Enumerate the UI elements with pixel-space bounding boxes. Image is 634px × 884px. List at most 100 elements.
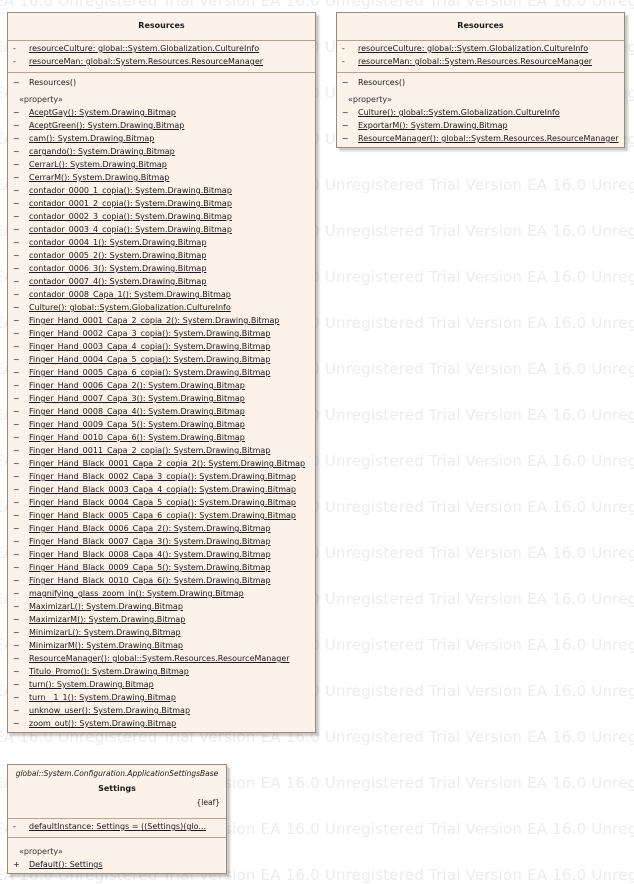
property-row-text: contador_0006_3(): System.Drawing.Bitmap (29, 264, 207, 273)
visibility-marker: ~ (13, 537, 20, 546)
property-row-text: unknow_user(): System.Drawing.Bitmap (29, 706, 191, 715)
visibility-marker: ~ (13, 693, 20, 702)
property-row: ~ contador_0007_4(): System.Drawing.Bitma… (8, 275, 315, 288)
visibility-marker: ~ (13, 121, 20, 130)
property-row: ~contador_0005_2(): System.Drawing.Bitma… (8, 249, 315, 262)
property-row-text: contador_0007_4(): System.Drawing.Bitmap (29, 277, 207, 286)
property-row: ~ ExportarM(): System.Drawing.Bitmap (337, 119, 624, 132)
property-row: ~Finger_Hand_Black_0005_Capa_6_copia(): … (8, 509, 315, 522)
class-box-resources-main: Resources-resourceCulture: global::Syste… (7, 12, 316, 733)
property-row-text: Finger_Hand_Black_0009_Capa_5(): System.… (29, 563, 271, 572)
visibility-marker: ~ (13, 641, 20, 650)
property-row-text: Culture(): global::System.Globalization.… (358, 108, 560, 117)
property-row: ~ turn__1_1(): System.Drawing.Bitmap (8, 691, 315, 704)
property-row: ~contador_0004_1(): System.Drawing.Bitma… (8, 236, 315, 249)
attribute-row-text: resourceCulture: global::System.Globaliz… (29, 44, 260, 53)
property-row-text: AceptGreen(): System.Drawing.Bitmap (29, 121, 185, 130)
visibility-marker: ~ (13, 719, 20, 728)
property-row-text: contador_0003_4_copia(): System.Drawing.… (29, 225, 232, 234)
visibility-marker: ~ (13, 238, 20, 247)
visibility-marker: ~ (13, 225, 20, 234)
property-row-text: contador_0005_2(): System.Drawing.Bitmap (29, 251, 207, 260)
property-row-text: ExportarM(): System.Drawing.Bitmap (358, 121, 508, 130)
property-row-text: CerrarM(): System.Drawing.Bitmap (29, 173, 170, 182)
property-row: ~ Finger_Hand_Black_0004_Capa_5_copia(): … (8, 496, 315, 509)
visibility-marker: ~ (13, 498, 20, 507)
property-row-text: Finger_Hand_0008_Capa_4(): System.Drawin… (29, 407, 245, 416)
property-row: ~contador_0008_Capa_1(): System.Drawing.… (8, 288, 315, 301)
property-row: ~Finger_Hand_0008_Capa_4(): System.Drawi… (8, 405, 315, 418)
property-row-text: Finger_Hand_0010_Capa_6(): System.Drawin… (29, 433, 245, 442)
property-row: ~ MinimizarL(): System.Drawing.Bitmap (8, 626, 315, 639)
visibility-marker: ~ (342, 134, 349, 143)
visibility-marker: ~ (13, 628, 20, 637)
visibility-marker: ~ (13, 433, 20, 442)
class-box-settings: global::System.Configuration.Application… (7, 764, 227, 874)
property-row: ~Finger_Hand_0003_Capa_4_copia(): System… (8, 340, 315, 353)
property-row: ~Finger_Hand_Black_0006_Capa_2(): System… (8, 522, 315, 535)
property-row: ~ contador_0002_3_copia(): System.Drawing… (8, 210, 315, 223)
property-row-text: Finger_Hand_Black_0008_Capa_4(): System.… (29, 550, 271, 559)
property-row: ~ResourceManager(): global::System.Resou… (337, 132, 624, 145)
visibility-marker: ~ (342, 78, 349, 87)
property-row: ~magnifying_glass_zoom_in(): System.Draw… (8, 587, 315, 600)
attribute-row: - resourceCulture: global::System.Globali… (8, 42, 315, 55)
visibility-marker: ~ (13, 108, 20, 117)
visibility-marker: ~ (13, 264, 20, 273)
property-row: ~Finger_Hand_Black_0007_Capa_3(): System… (8, 535, 315, 548)
property-row-text: Finger_Hand_0001_Capa_2_copia_2(): Syste… (29, 316, 280, 325)
visibility-marker: ~ (13, 446, 20, 455)
property-row-text: Finger_Hand_0011_Capa_2_copia(): System.… (29, 446, 271, 455)
class-name: Resources (457, 21, 504, 30)
property-row: ~Finger_Hand_0009_Capa_5(): System.Drawi… (8, 418, 315, 431)
visibility-marker: - (13, 822, 16, 831)
property-row: ~ contador_0000_1_copia(): System.Drawing… (8, 184, 315, 197)
visibility-marker: ~ (13, 706, 20, 715)
property-row: ~zoom_out(): System.Drawing.Bitmap (8, 717, 315, 730)
attribute-row: - defaultInstance: Settings = ((Settings)… (8, 820, 226, 833)
property-row-text: contador_0002_3_copia(): System.Drawing.… (29, 212, 232, 221)
property-row: ~Finger_Hand_0005_Capa_6_copia(): System… (8, 366, 315, 379)
visibility-marker: ~ (13, 212, 20, 221)
attribute-row-text: resourceMan: global::System.Resources.Re… (29, 57, 264, 66)
class-name: Settings (98, 784, 136, 793)
property-row-text: contador_0000_1_copia(): System.Drawing.… (29, 186, 232, 195)
property-row: ~MaximizarM(): System.Drawing.Bitmap (8, 613, 315, 626)
property-row: ~ contador_0006_3(): System.Drawing.Bitma… (8, 262, 315, 275)
visibility-marker: ~ (13, 277, 20, 286)
attribute-row-text: defaultInstance: Settings = ((Settings)(… (29, 822, 206, 831)
stereotype-label: «property» (19, 95, 63, 104)
visibility-marker: ~ (342, 121, 349, 130)
property-row-text: AceptGay(): System.Drawing.Bitmap (29, 108, 176, 117)
visibility-marker: ~ (13, 329, 20, 338)
visibility-marker: - (13, 44, 16, 53)
attribute-row: -resourceMan: global::System.Resources.R… (337, 55, 624, 68)
visibility-marker: ~ (13, 485, 20, 494)
property-row-text: Finger_Hand_0002_Capa_3_copia(): System.… (29, 329, 271, 338)
property-row-text: magnifying_glass_zoom_in(): System.Drawi… (29, 589, 244, 598)
property-row: ~cargando(): System.Drawing.Bitmap (8, 145, 315, 158)
visibility-marker: ~ (13, 602, 20, 611)
property-row-text: Finger_Hand_Black_0004_Capa_5_copia(): S… (29, 498, 297, 507)
compartment-divider (8, 818, 226, 819)
visibility-marker: ~ (13, 394, 20, 403)
property-row-text: Finger_Hand_0005_Capa_6_copia(): System.… (29, 368, 271, 377)
property-row: ~Finger_Hand_0007_Capa_3(): System.Drawi… (8, 392, 315, 405)
visibility-marker: ~ (13, 290, 20, 299)
property-row: ~Finger_Hand_0006_Capa_2(): System.Drawi… (8, 379, 315, 392)
visibility-marker: ~ (342, 108, 349, 117)
property-row-text: Culture(): global::System.Globalization.… (29, 303, 231, 312)
property-row: ~ Finger_Hand_0002_Capa_3_copia(): System… (8, 327, 315, 340)
property-row-text: turn__1_1(): System.Drawing.Bitmap (29, 693, 176, 702)
property-row-text: Finger_Hand_Black_0006_Capa_2(): System.… (29, 524, 271, 533)
property-row-text: Finger_Hand_0004_Capa_5_copia(): System.… (29, 355, 271, 364)
property-row-text: Titulo_Promo(): System.Drawing.Bitmap (29, 667, 189, 676)
property-row-text: MaximizarM(): System.Drawing.Bitmap (29, 615, 186, 624)
compartment-divider (8, 837, 226, 838)
visibility-marker: ~ (13, 186, 20, 195)
property-row-text: MinimizarL(): System.Drawing.Bitmap (29, 628, 181, 637)
property-row: ~ResourceManager(): global::System.Resou… (8, 652, 315, 665)
property-row: ~ AceptGay(): System.Drawing.Bitmap (8, 106, 315, 119)
property-row: ~Finger_Hand_0001_Capa_2_copia_2(): Syst… (8, 314, 315, 327)
visibility-marker: - (342, 44, 345, 53)
